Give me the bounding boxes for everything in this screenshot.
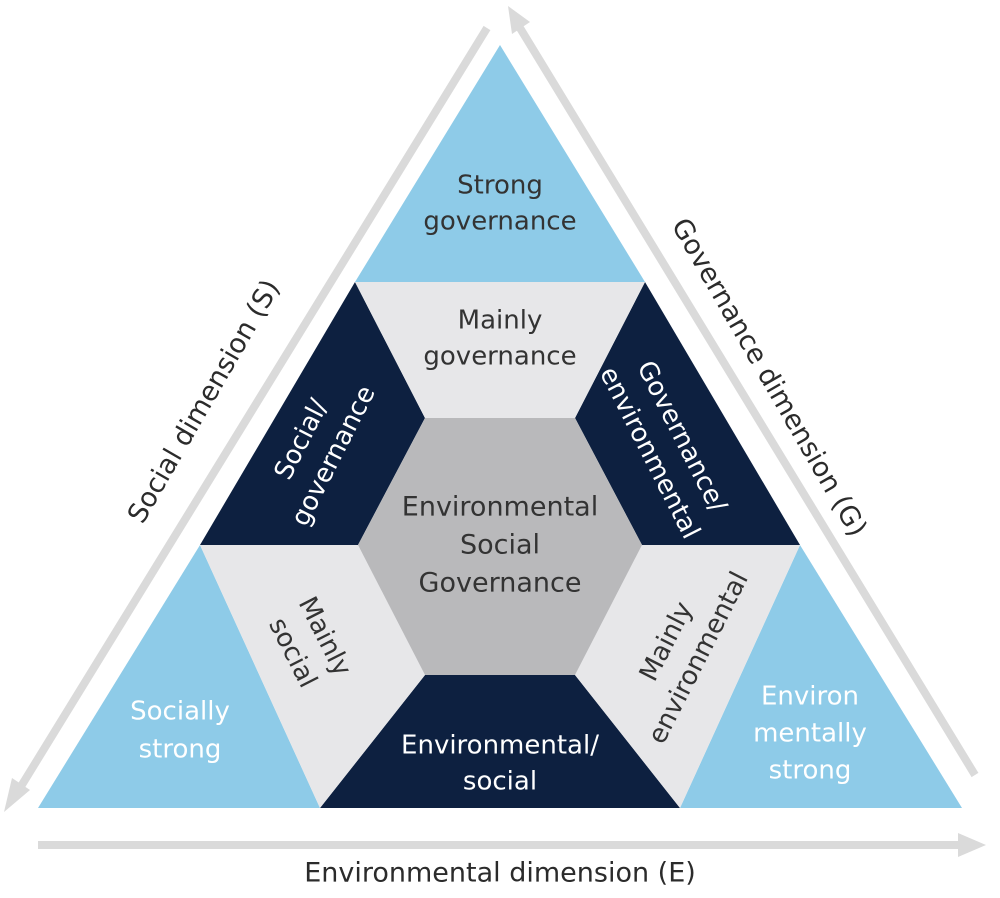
left-corner-triangle — [38, 545, 320, 808]
upper-left-parallelogram — [200, 282, 425, 545]
left-corner-label: Socially strong — [130, 697, 230, 765]
top-corner-line1: Strong — [457, 171, 543, 201]
environmental-axis-label: Environmental dimension (E) — [304, 858, 696, 889]
top-corner-line2: governance — [423, 207, 576, 237]
center-hexagon — [358, 418, 642, 675]
right-corner-line2: mentally — [753, 719, 867, 749]
bottom-parallelogram — [320, 675, 680, 808]
center-line2: Social — [460, 530, 540, 561]
top-trapezoid-line2: governance — [423, 342, 576, 372]
right-corner-line1: Environ — [761, 682, 859, 712]
center-line1: Environmental — [402, 492, 598, 523]
upper-right-parallelogram — [575, 282, 800, 545]
top-trapezoid-line1: Mainly — [458, 306, 543, 336]
right-corner-label: Environ mentally strong — [753, 682, 867, 786]
governance-axis-arrowhead — [508, 6, 530, 34]
top-trapezoid-label: Mainly governance — [423, 306, 576, 372]
top-corner-triangle — [355, 45, 645, 282]
bottom-parallelogram-line1: Environmental/ — [401, 731, 599, 761]
governance-axis-arrow — [508, 6, 979, 778]
right-corner-triangle — [680, 545, 962, 808]
left-corner-line1: Socially — [130, 697, 230, 727]
right-corner-line3: strong — [769, 756, 852, 786]
left-trapezoid — [200, 545, 425, 808]
bottom-parallelogram-label: Environmental/ social — [401, 731, 599, 797]
top-corner-label: Strong governance — [423, 171, 576, 237]
social-axis-arrow — [4, 25, 491, 812]
center-label: Environmental Social Governance — [402, 492, 598, 599]
top-trapezoid — [355, 282, 645, 418]
social-axis-arrowhead — [4, 778, 30, 812]
environmental-axis-arrowhead — [958, 833, 986, 857]
center-line3: Governance — [419, 568, 582, 599]
environmental-axis-arrow — [38, 833, 986, 857]
left-corner-line2: strong — [139, 735, 222, 765]
right-trapezoid — [575, 545, 800, 808]
bottom-parallelogram-line2: social — [463, 767, 537, 797]
